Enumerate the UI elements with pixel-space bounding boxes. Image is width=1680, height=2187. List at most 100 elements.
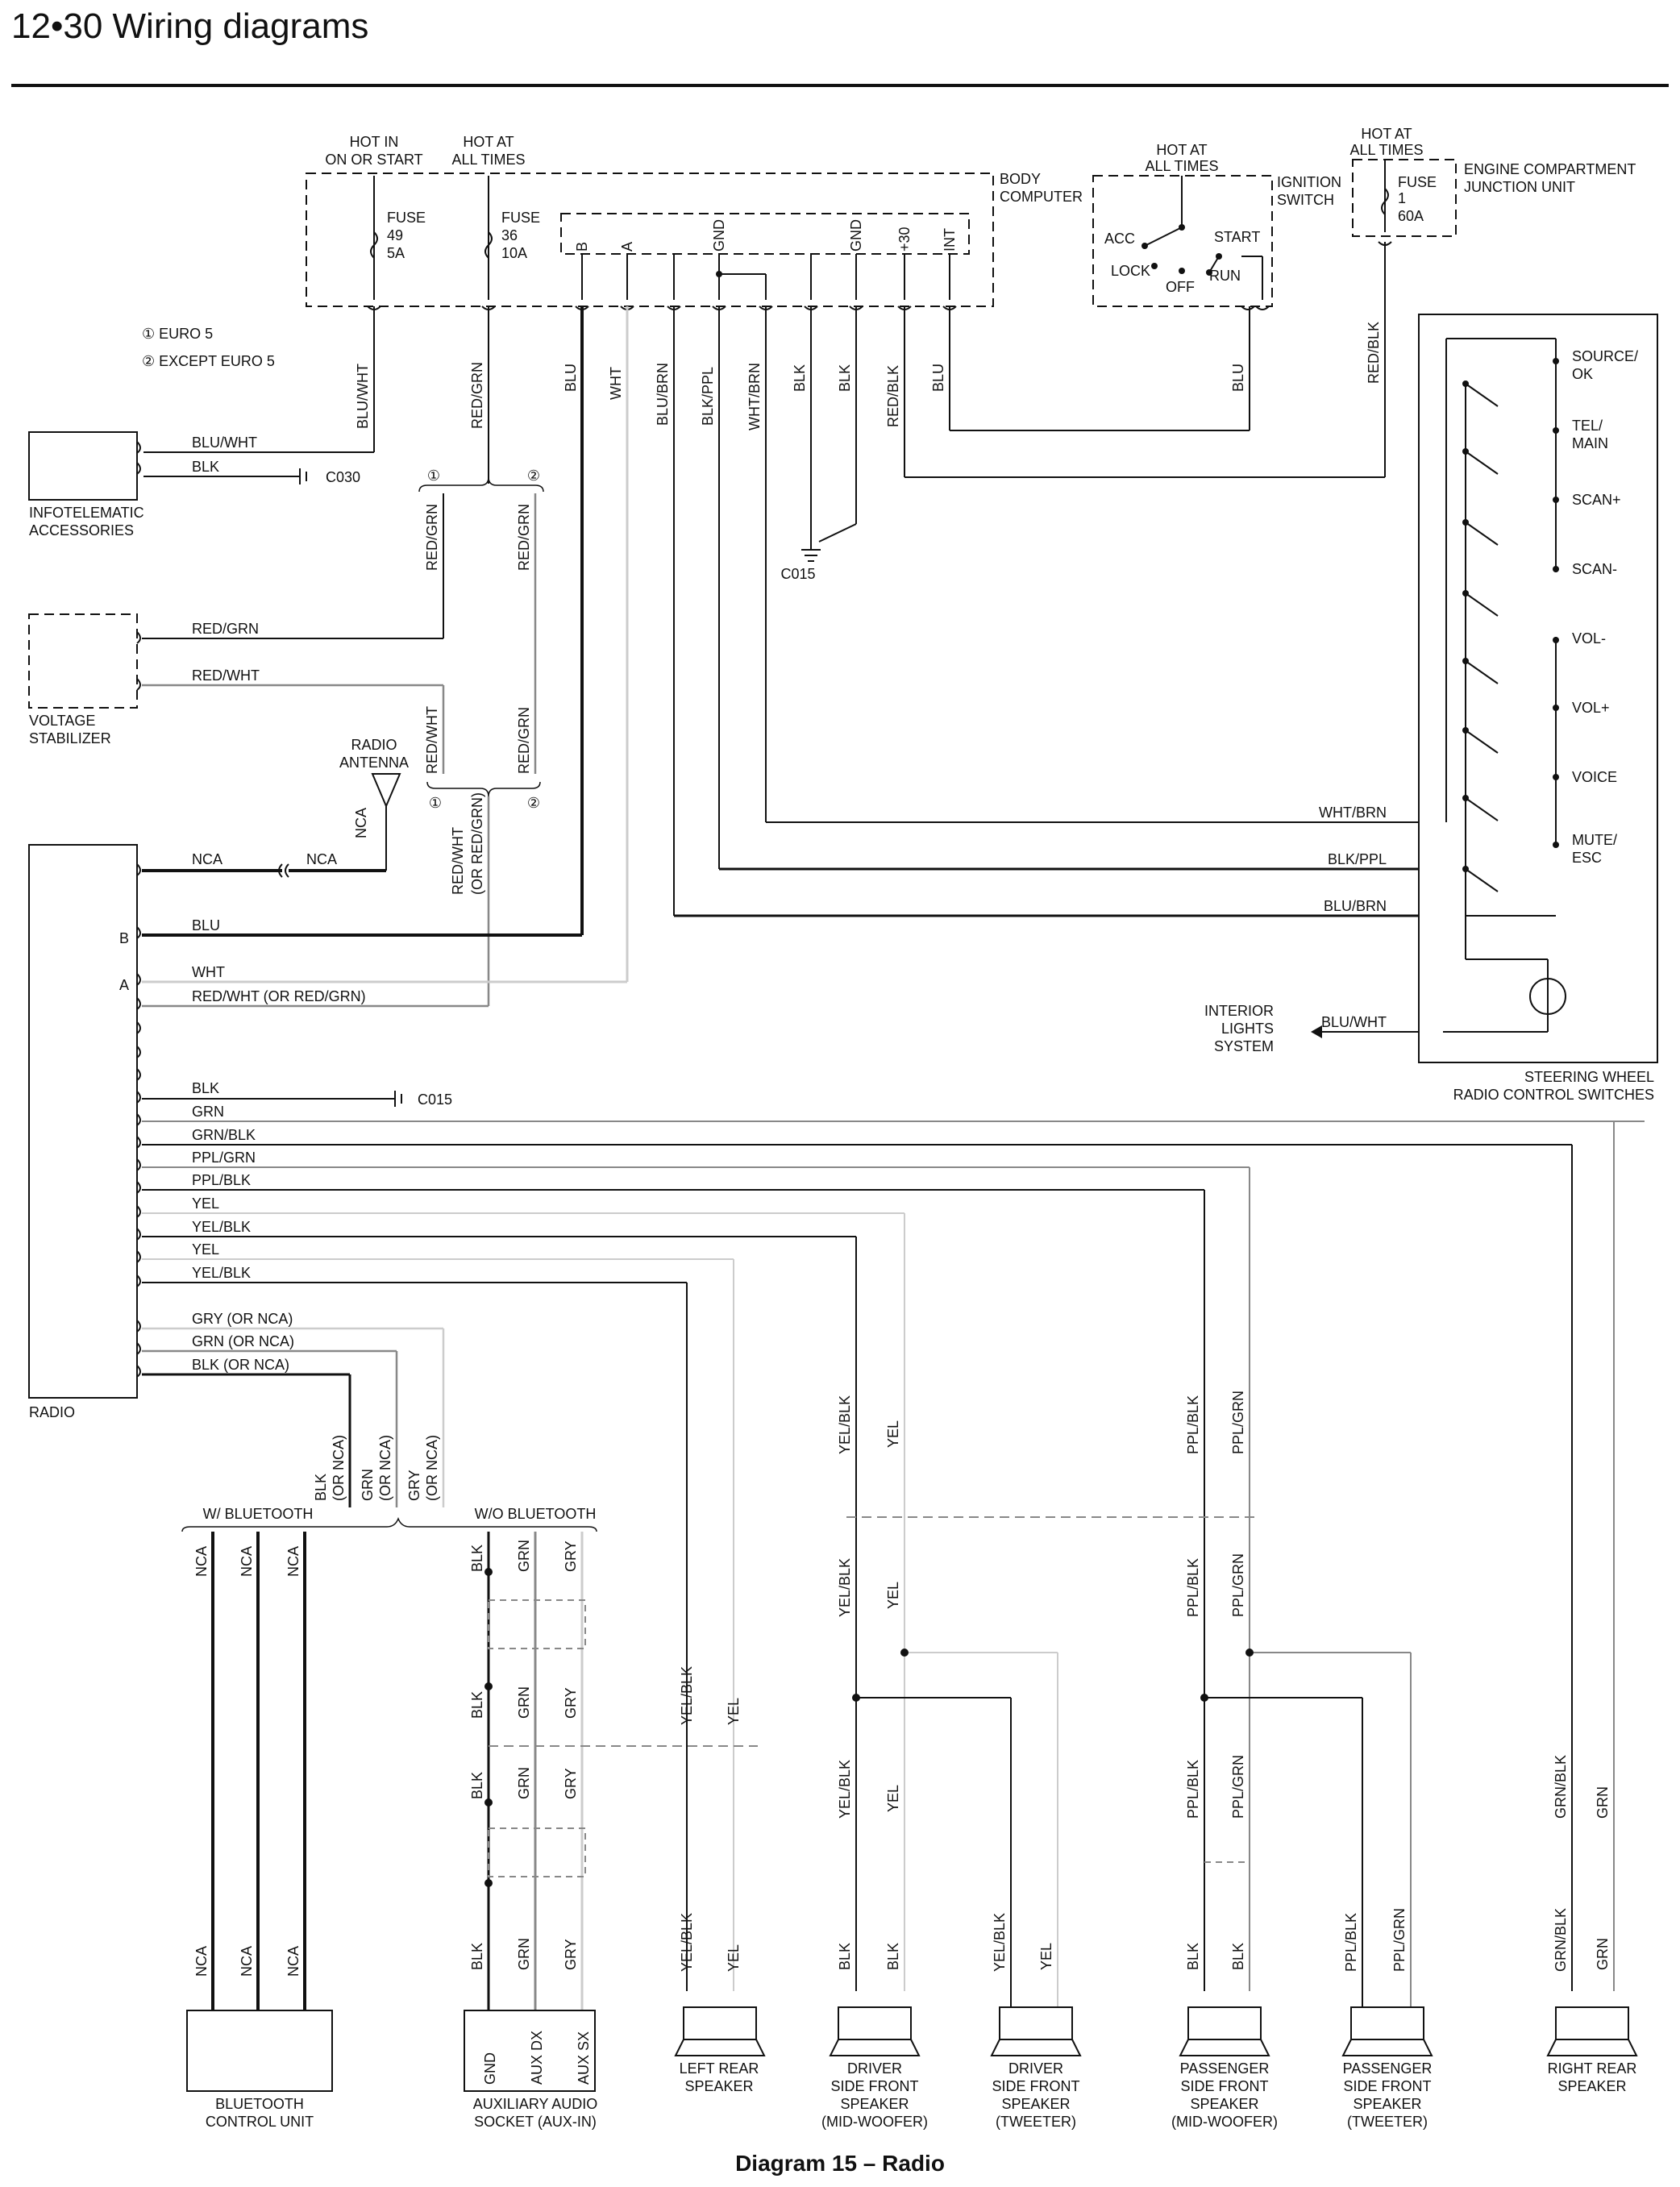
- bluetooth-unit-box: [186, 2010, 333, 2092]
- wire-label: NCA: [285, 1946, 301, 1977]
- ignition-hot-2: ALL TIMES: [1145, 158, 1218, 174]
- fuse1-label-2: 1: [1398, 190, 1406, 206]
- pin-int-label: INT: [942, 228, 958, 252]
- switch-label: TEL/: [1572, 418, 1603, 434]
- voltage-stabilizer-box: [28, 613, 138, 709]
- hot-in-start-label-2: ON OR START: [325, 152, 422, 168]
- infotelematic-box: [28, 431, 138, 501]
- wire-label: YEL/BLK: [837, 1558, 853, 1617]
- switch-label: SOURCE/: [1572, 348, 1638, 364]
- note-2-marker: ②: [527, 468, 540, 484]
- w-bluetooth-label: W/ BLUETOOTH: [203, 1506, 314, 1522]
- note-1-marker: ①: [429, 795, 442, 811]
- antenna-label-1: RADIO: [351, 737, 397, 753]
- wire-label: NCA: [285, 1546, 301, 1577]
- wire-label: NCA: [193, 1546, 210, 1577]
- driver-mid-label-3: SPEAKER: [840, 2096, 909, 2112]
- legend-note-1: ① EURO 5: [142, 326, 213, 342]
- wire-label: BLK: [792, 364, 808, 392]
- wire-label: BLU: [930, 364, 946, 392]
- right-rear-speaker-symbol: [1546, 2006, 1638, 2056]
- ground-c015: C015: [780, 566, 815, 582]
- wire-label: GRN: [516, 1540, 532, 1572]
- ignition-label-2: SWITCH: [1277, 192, 1334, 208]
- ground-c030: C030: [326, 469, 360, 485]
- interior-lights-label-2: LIGHTS: [1221, 1021, 1274, 1037]
- wire-label: NCA: [239, 1946, 255, 1977]
- wire-label: NCA: [306, 851, 337, 867]
- passenger-mid-speaker-symbol: [1179, 2006, 1270, 2056]
- pin-30-label: +30: [896, 227, 913, 252]
- fuse36-label-1: FUSE: [501, 210, 540, 226]
- wire-label: BLU: [563, 364, 579, 392]
- wire-label: BLU: [1230, 364, 1246, 392]
- wire-label: BLU/BRN: [655, 363, 671, 426]
- wire-label: YEL/BLK: [679, 1666, 695, 1725]
- wire-label: BLK: [885, 1943, 901, 1970]
- switch-label: MAIN: [1572, 435, 1608, 451]
- wire-label: YEL: [192, 1195, 219, 1212]
- wire-label: GRY: [563, 1540, 579, 1572]
- wire-label: (OR NCA): [331, 1435, 347, 1501]
- ignition-hot-1: HOT AT: [1156, 142, 1207, 158]
- ground-c015: C015: [418, 1091, 452, 1108]
- wire-label: GRN: [360, 1469, 376, 1501]
- right-rear-speaker-label-1: RIGHT REAR: [1548, 2060, 1637, 2077]
- wire-label: BLK: [1185, 1943, 1201, 1970]
- wire-label: PPL/GRN: [1230, 1553, 1246, 1617]
- wire-label: GRN: [516, 1767, 532, 1799]
- wire-label: YEL: [885, 1582, 901, 1609]
- wire-label: RED/GRN: [424, 504, 440, 571]
- fuse49-label-3: 5A: [387, 245, 405, 261]
- ignition-start: START: [1214, 229, 1260, 245]
- wire-label: YEL/BLK: [679, 1913, 695, 1972]
- wire-label: YEL/BLK: [837, 1760, 853, 1819]
- wire-label: BLK/PPL: [1328, 851, 1387, 867]
- left-rear-speaker-symbol: [674, 2006, 766, 2056]
- ignition-run: RUN: [1209, 268, 1241, 284]
- wire-label: BLK: [837, 1943, 853, 1970]
- ignition-label-1: IGNITION: [1277, 174, 1341, 190]
- wire-label: PPL/GRN: [1230, 1391, 1246, 1454]
- wire-label: PPL/GRN: [192, 1150, 256, 1166]
- wire-label: YEL: [885, 1785, 901, 1812]
- legend-note-2: ② EXCEPT EURO 5: [142, 353, 275, 369]
- wire-label: GRN: [1595, 1786, 1611, 1819]
- junction-unit-box: [1352, 159, 1457, 237]
- wire-label: YEL: [192, 1241, 219, 1258]
- switch-label: VOL+: [1572, 700, 1610, 716]
- ignition-acc: ACC: [1104, 231, 1135, 247]
- interior-lights-label-1: INTERIOR: [1204, 1003, 1274, 1019]
- infotelematic-label-2: ACCESSORIES: [29, 522, 134, 538]
- passenger-mid-label-1: PASSENGER: [1180, 2060, 1270, 2077]
- junction-label-1: ENGINE COMPARTMENT: [1464, 161, 1636, 177]
- wire-label: RED/GRN: [469, 362, 485, 429]
- steering-label-2: RADIO CONTROL SWITCHES: [1453, 1087, 1654, 1103]
- left-rear-speaker-label-2: SPEAKER: [684, 2078, 753, 2094]
- title-rule: [11, 84, 1669, 87]
- wire-label: BLK: [469, 1691, 485, 1719]
- wire-label: GRN/BLK: [1553, 1755, 1569, 1819]
- wire-label: PPL/BLK: [1185, 1558, 1201, 1617]
- wire-label: BLU/WHT: [355, 364, 371, 429]
- pin-b-label: B: [574, 242, 590, 252]
- wire-label: BLK (OR NCA): [192, 1357, 289, 1373]
- hot-all-times-label-1: HOT AT: [463, 134, 514, 150]
- fuse1-label-1: FUSE: [1398, 174, 1437, 190]
- wire-label: GRY: [563, 1768, 579, 1799]
- wire-label: BLU/BRN: [1324, 898, 1387, 914]
- steering-switches-box: [1418, 314, 1658, 1063]
- radio-pin-a: A: [119, 977, 129, 993]
- wire-label: YEL: [885, 1420, 901, 1448]
- wire-label: RED/WHT: [450, 827, 466, 895]
- wire-label: YEL: [1038, 1943, 1054, 1970]
- wire-label: NCA: [193, 1946, 210, 1977]
- wire-label: GRN: [516, 1686, 532, 1719]
- hot-all-times-label-2: ALL TIMES: [451, 152, 525, 168]
- radio-box: [28, 844, 138, 1399]
- wire-label: YEL/BLK: [837, 1395, 853, 1454]
- driver-mid-speaker-symbol: [829, 2006, 921, 2056]
- diagram-caption: Diagram 15 – Radio: [735, 2151, 945, 2176]
- note-1-marker: ①: [427, 468, 440, 484]
- wire-label: BLU/WHT: [192, 434, 257, 451]
